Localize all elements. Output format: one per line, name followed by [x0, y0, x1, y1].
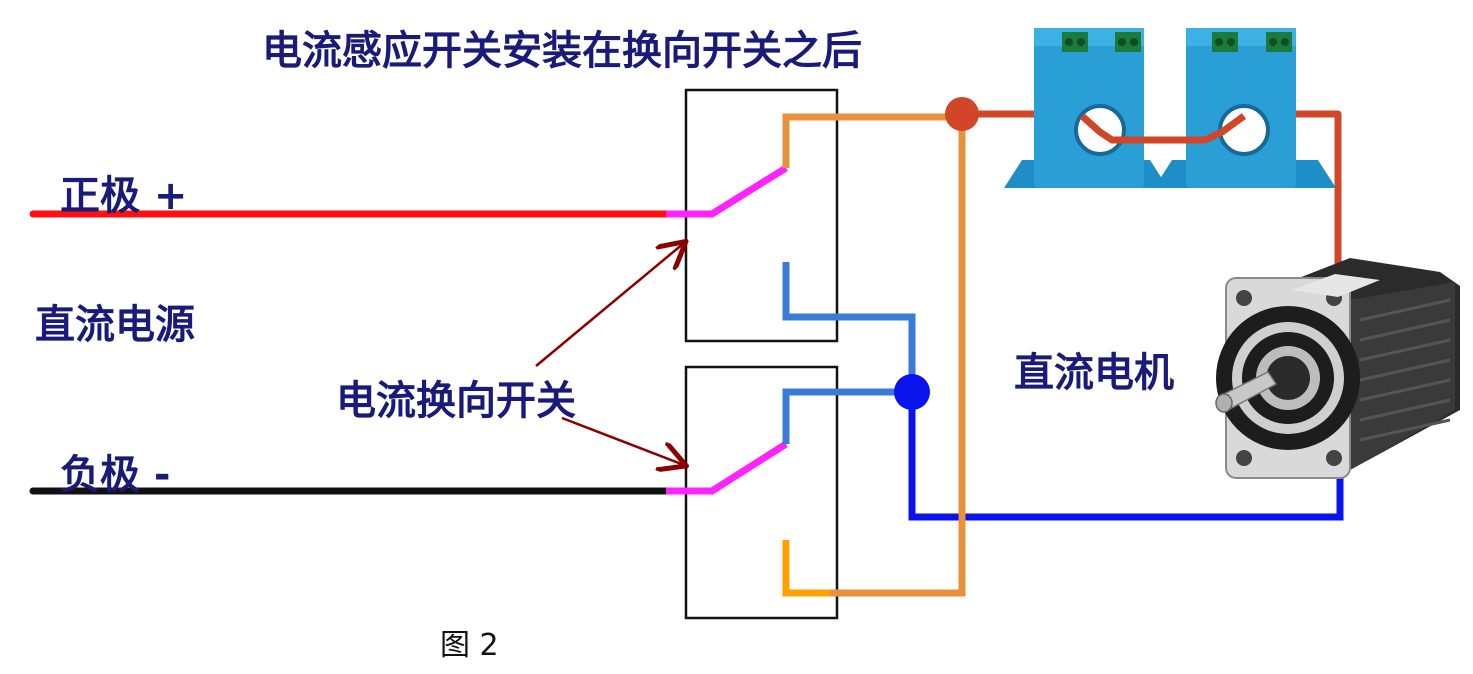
dc-motor-label: 直流电机 — [1014, 350, 1174, 396]
figure-caption: 图 2 — [440, 628, 499, 663]
positive-pole-label: 正极 + — [60, 173, 188, 219]
servo-motor-icon — [1215, 258, 1460, 479]
diagram-title: 电流感应开关安装在换向开关之后 — [262, 28, 862, 74]
light-blue-wire-upper — [782, 262, 916, 392]
switch-blade-upper — [666, 165, 788, 218]
orange-wire — [782, 113, 966, 597]
orange-stub — [782, 540, 830, 597]
junction-dot-red — [945, 97, 979, 131]
current-sensor-icon — [1004, 28, 1336, 188]
reversing-switch-label: 电流换向开关 — [336, 378, 576, 424]
light-blue-wire-lower — [782, 388, 912, 444]
sense-wire-through — [1079, 113, 1247, 144]
arrow-to-lower-switch — [561, 416, 684, 465]
negative-pole-label: 负极 - — [60, 452, 171, 498]
arrow-to-upper-switch — [535, 243, 684, 367]
junction-dot-blue — [894, 374, 930, 410]
dc-source-label: 直流电源 — [35, 302, 195, 348]
switch-blade-lower — [666, 441, 788, 495]
